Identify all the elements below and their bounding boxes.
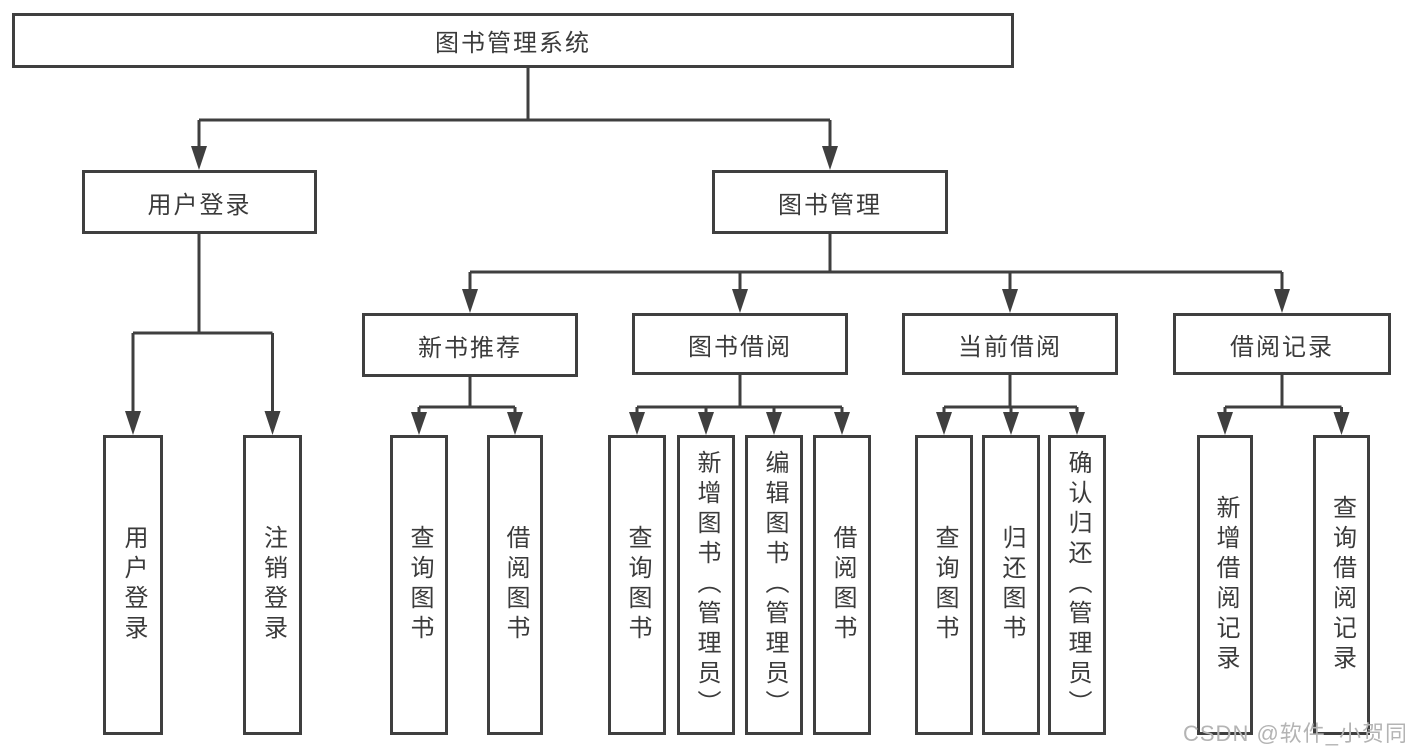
leaf-borrow-add-books-admin: 新增图书（管理员） [677,435,735,735]
arrow-down-icon [822,146,838,170]
node-book-borrowing: 图书借阅 [632,313,848,375]
arrow-down-icon [1274,289,1290,313]
arrow-down-icon [1069,412,1085,435]
arrow-down-icon [1003,412,1019,435]
arrow-down-icon [698,412,714,435]
node-user-login: 用户登录 [82,170,317,234]
arrow-down-icon [766,412,782,435]
node-root-system: 图书管理系统 [12,13,1014,68]
edge-borrow-records-children [1217,375,1350,435]
edge-user-login-children [125,234,281,435]
edge-new-books-children [411,377,523,435]
arrow-down-icon [1333,412,1350,435]
arrow-down-icon [125,411,141,435]
edge-book-mgmt-children [462,234,1290,313]
node-book-management: 图书管理 [712,170,948,234]
leaf-borrow-query-books: 查询图书 [608,435,666,735]
edge-root-to-level1 [191,68,838,170]
leaf-records-query-record: 查询借阅记录 [1313,435,1370,735]
leaf-current-return-books: 归还图书 [982,435,1040,735]
arrow-down-icon [732,289,748,313]
arrow-down-icon [264,411,281,435]
node-current-borrowing: 当前借阅 [902,313,1118,375]
node-borrowing-records: 借阅记录 [1173,313,1391,375]
leaf-records-add-record: 新增借阅记录 [1197,435,1253,735]
arrow-down-icon [1217,412,1233,435]
edge-book-borrow-children [629,375,850,435]
leaf-user-login: 用户登录 [103,435,163,735]
leaf-borrow-edit-books-admin: 编辑图书（管理员） [745,435,803,735]
leaf-newbooks-query-books: 查询图书 [390,435,448,735]
arrow-down-icon [507,412,523,435]
arrow-down-icon [1002,289,1018,313]
arrow-down-icon [411,412,427,435]
node-new-book-recommend: 新书推荐 [362,313,578,377]
leaf-borrow-borrow-books: 借阅图书 [813,435,871,735]
arrow-down-icon [629,412,645,435]
arrow-down-icon [191,146,207,170]
edge-current-borrow-children [936,375,1085,435]
arrow-down-icon [462,289,478,313]
leaf-logout: 注销登录 [243,435,302,735]
leaf-newbooks-borrow-books: 借阅图书 [487,435,543,735]
watermark: CSDN @软件_小贺同学 [1183,721,1405,746]
arrow-down-icon [834,412,850,435]
leaf-current-query-books: 查询图书 [915,435,973,735]
leaf-current-confirm-return-admin: 确认归还（管理员） [1048,435,1106,735]
arrow-down-icon [936,412,952,435]
